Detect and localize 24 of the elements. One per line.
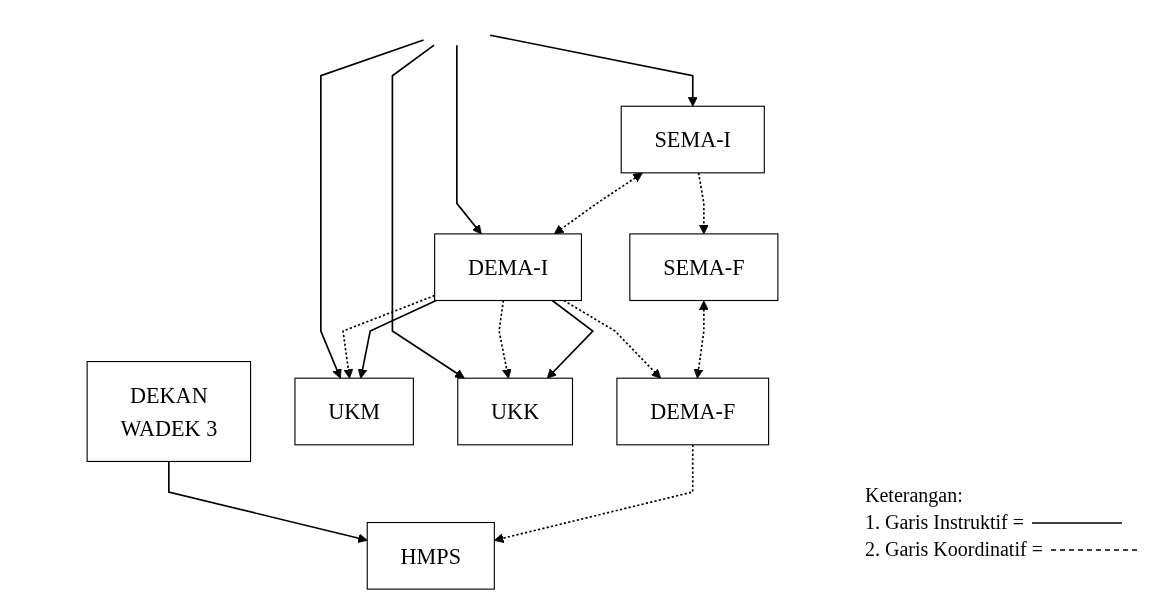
arrow xyxy=(456,44,482,235)
arrow xyxy=(168,460,368,543)
arrow xyxy=(563,299,662,379)
arrow xyxy=(357,299,437,379)
legend-text: 2. Garis Koordinatif = xyxy=(865,538,1043,561)
node-box: DEKAN WADEK 3 xyxy=(86,361,252,462)
arrow xyxy=(498,299,512,379)
node-box: SEMA-F xyxy=(629,233,779,302)
node-box: HMPS xyxy=(366,521,495,590)
arrow xyxy=(697,172,709,235)
arrow xyxy=(342,294,436,379)
node-box: SEMA-I xyxy=(620,105,765,174)
arrow xyxy=(546,299,595,379)
legend-text: 1. Garis Instruktif = xyxy=(865,511,1025,534)
arrow xyxy=(553,172,643,235)
node-box: UKM xyxy=(294,377,414,446)
node-box: DEMA-I xyxy=(434,233,582,302)
legend-heading: Keterangan: xyxy=(865,484,964,507)
arrow xyxy=(320,39,425,379)
node-box: DEMA-F xyxy=(616,377,770,446)
arrow xyxy=(391,44,465,379)
arrow xyxy=(489,34,698,107)
arrow xyxy=(693,300,709,379)
node-box: UKK xyxy=(457,377,574,446)
